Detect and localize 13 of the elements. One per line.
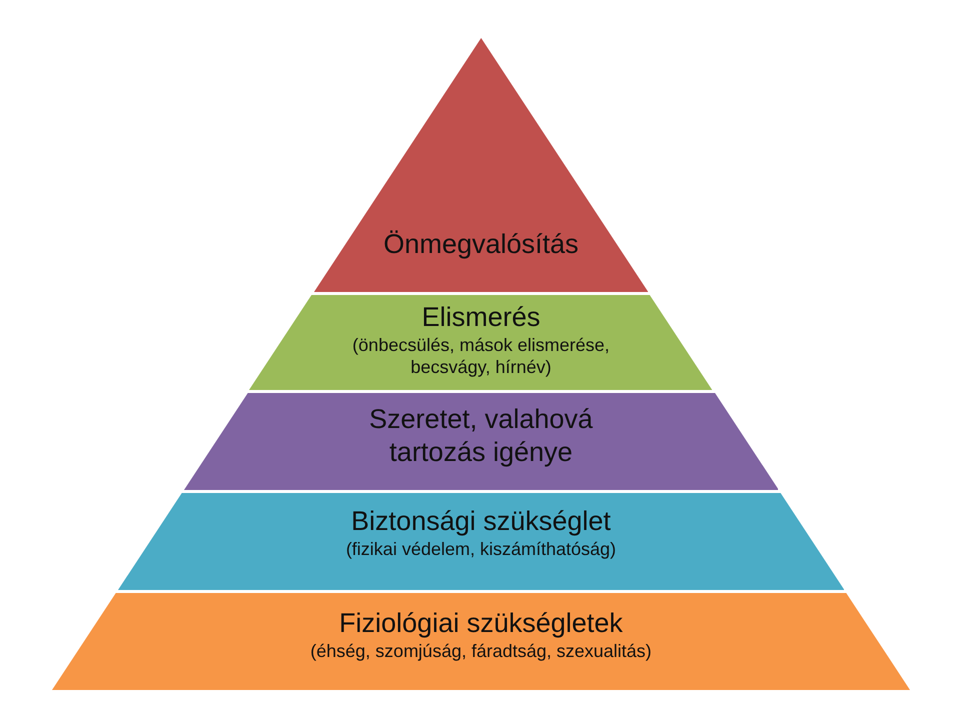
tier-description: (fizikai védelem, kiszámíthatóság) [346, 538, 616, 560]
tier-description: (önbecsülés, mások elismerése, becsvágy, hírnév) [351, 334, 611, 378]
tier-heading: Fiziológiai szükségletek [339, 607, 623, 640]
pyramid-tier [249, 295, 713, 390]
pyramid-tier [52, 593, 910, 690]
tier-heading: Biztonsági szükséglet [351, 505, 611, 538]
tier-description: (éhség, szomjúság, fáradtság, szexualitás) [310, 640, 652, 662]
tier-heading: Elismerés [422, 301, 540, 334]
tier-heading: Szeretet, valahová tartozás igénye [368, 403, 594, 469]
pyramid-tier [118, 493, 844, 590]
pyramid-tier [184, 393, 778, 490]
tier-heading: Önmegvalósítás [383, 228, 579, 261]
pyramid-apex [314, 38, 648, 292]
